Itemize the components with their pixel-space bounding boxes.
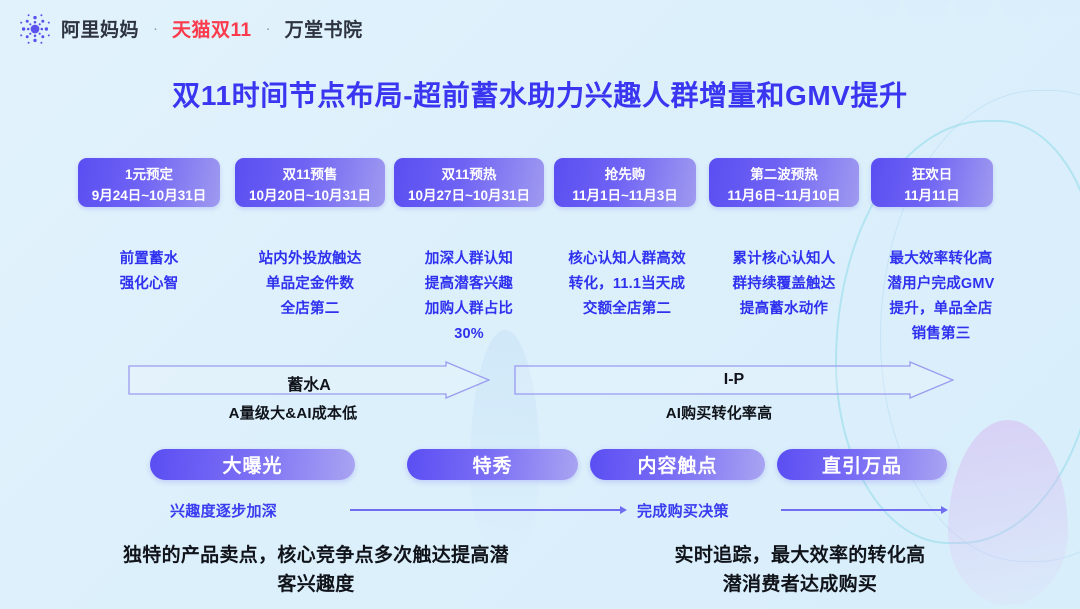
chip-range: 9月24日~10月31日 — [91, 188, 207, 203]
column-description-1: 前置蓄水 强化心智 — [119, 251, 179, 292]
product-pill-4[interactable]: 直引万品 — [777, 449, 947, 480]
page-title: 双11时间节点布局-超前蓄水助力兴趣人群增量和GMV提升 — [172, 80, 908, 111]
chip-name: 双11预热 — [441, 167, 497, 182]
bottom-statement-left: 独特的产品卖点，核心竞争点多次触达提高潜 客兴趣度 — [122, 545, 509, 595]
header-bar: 阿里妈妈 · 天猫双11 · 万堂书院 — [0, 0, 1080, 57]
brand-wantang-academy: 万堂书院 — [284, 20, 363, 41]
column-description-3: 加深人群认知 提高潜客兴趣 加购人群占比 30% — [424, 251, 514, 342]
product-pill-3[interactable]: 内容触点 — [590, 449, 765, 480]
timeline-chip-6: 狂欢日 11月11日 — [871, 158, 993, 207]
timeline-chip-3: 双11预热 10月27日~10月31日 — [394, 158, 544, 207]
product-pill-1[interactable]: 大曝光 — [150, 449, 355, 480]
phase-arrow-1-sub: A量级大&AI成本低 — [228, 405, 358, 422]
column-description-5: 累计核心认知人 群持续覆盖触达 提高蓄水动作 — [732, 251, 836, 317]
chip-name: 1元预定 — [124, 167, 173, 182]
caption-interest-deepening: 兴趣度逐步加深 — [170, 503, 278, 520]
column-description-6: 最大效率转化高 潜用户完成GMV 提升，单品全店 销售第三 — [887, 251, 995, 342]
chip-range: 11月6日~11月10日 — [727, 188, 841, 203]
phase-arrow-2-sub: AI购买转化率高 — [665, 405, 773, 422]
chip-range: 11月1日~11月3日 — [572, 188, 678, 203]
product-pill-2[interactable]: 特秀 — [407, 449, 578, 480]
caption-purchase-decision: 完成购买决策 — [637, 503, 729, 520]
brand-separator-1: · — [153, 20, 159, 37]
bottom-statement-right: 实时追踪，最大效率的转化高 潜消费者达成购买 — [674, 545, 926, 595]
timeline-chip-2: 双11预售 10月20日~10月31日 — [235, 158, 385, 207]
chip-name: 抢先购 — [604, 167, 646, 182]
chip-name: 双11预售 — [282, 167, 338, 182]
phase-arrow-1-label: 蓄水A — [287, 377, 331, 394]
phase-arrow-2: I-P — [514, 361, 954, 399]
column-description-4: 核心认知人群高效 转化，11.1当天成 交额全店第二 — [568, 251, 686, 317]
flow-arrow-head-1 — [620, 506, 627, 514]
flow-arrow-head-2 — [941, 506, 948, 514]
alimama-starburst-logo — [18, 12, 52, 46]
brand-separator-2: · — [265, 20, 271, 37]
timeline-chip-5: 第二波预热 11月6日~11月10日 — [709, 158, 859, 207]
phase-arrow-2-label: I-P — [723, 371, 745, 388]
flow-arrow-line-1 — [350, 509, 622, 511]
chip-range: 10月27日~10月31日 — [408, 188, 530, 203]
phase-arrow-1: 蓄水A — [128, 361, 490, 399]
flow-arrow-line-2 — [781, 509, 943, 511]
timeline-chip-4: 抢先购 11月1日~11月3日 — [554, 158, 696, 207]
chip-range: 11月11日 — [904, 188, 960, 203]
chip-name: 狂欢日 — [911, 167, 953, 182]
brand-tmall-double11: 天猫双11 — [172, 20, 252, 41]
brand-alimama: 阿里妈妈 — [61, 20, 140, 41]
column-description-2: 站内外投放触达 单品定金件数 全店第二 — [258, 251, 362, 317]
chip-range: 10月20日~10月31日 — [249, 188, 371, 203]
chip-name: 第二波预热 — [750, 167, 818, 182]
timeline-chip-1: 1元预定 9月24日~10月31日 — [78, 158, 220, 207]
